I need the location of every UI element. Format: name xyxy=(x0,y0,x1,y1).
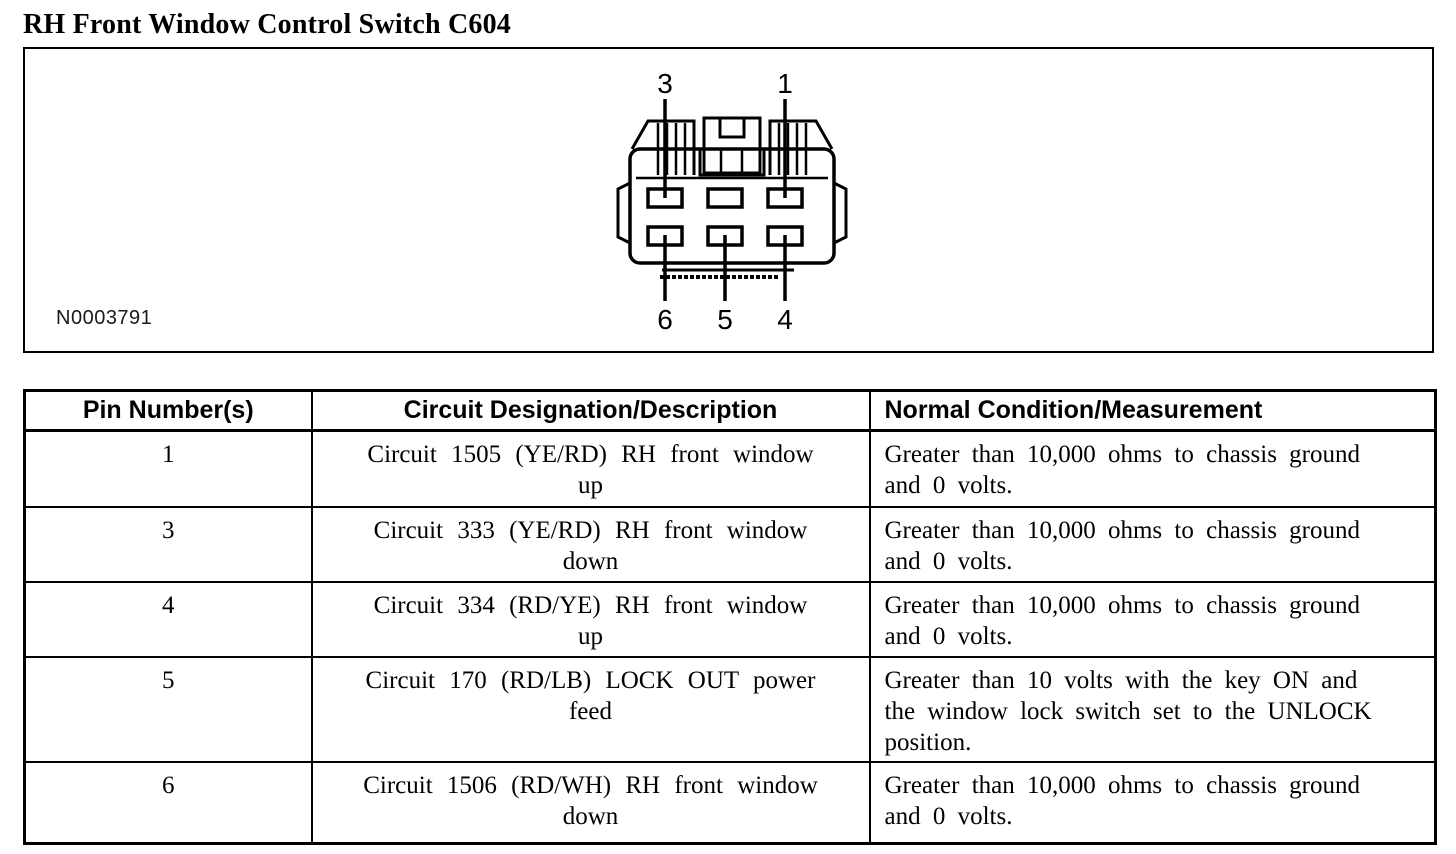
table-row: 6 Circuit 1506 (RD/WH) RH front window d… xyxy=(23,760,1437,845)
pin-slot-1 xyxy=(766,187,804,209)
circuit-cell: Circuit 170 (RD/LB) LOCK OUT power feed xyxy=(310,655,871,763)
connector-latch xyxy=(702,116,762,175)
condition-cell: Greater than 10,000 ohms to chassis grou… xyxy=(868,505,1437,583)
pin-cell: 5 xyxy=(23,655,313,763)
connector-left-ear xyxy=(616,181,631,245)
pin-label-6: 6 xyxy=(657,304,673,335)
pin-slot-4 xyxy=(766,225,804,247)
pin-slot-2 xyxy=(706,187,744,209)
pin-label-4: 4 xyxy=(777,304,793,335)
pin-label-1: 1 xyxy=(777,68,793,99)
table-row: 3 Circuit 333 (YE/RD) RH front window do… xyxy=(23,505,1437,583)
figure-box: 3 1 6 5 4 N0003791 xyxy=(23,47,1434,353)
table-header-row: Pin Number(s) Circuit Designation/Descri… xyxy=(23,389,1437,432)
connector-right-ear xyxy=(833,181,848,245)
pin-label-5: 5 xyxy=(717,304,733,335)
table-row: 1 Circuit 1505 (YE/RD) RH front window u… xyxy=(23,429,1437,508)
table-row: 5 Circuit 170 (RD/LB) LOCK OUT power fee… xyxy=(23,655,1437,763)
header-pin-number: Pin Number(s) xyxy=(23,389,313,432)
condition-cell: Greater than 10 volts with the key ON an… xyxy=(868,655,1437,763)
circuit-cell: Circuit 1505 (YE/RD) RH front window up xyxy=(310,429,871,508)
pin-slot-5 xyxy=(706,225,744,247)
pin-cell: 3 xyxy=(23,505,313,583)
table-row: 4 Circuit 334 (RD/YE) RH front window up… xyxy=(23,580,1437,658)
condition-cell: Greater than 10,000 ohms to chassis grou… xyxy=(868,760,1437,845)
connector-diagram: 3 1 6 5 4 xyxy=(616,68,848,335)
figure-id-label: N0003791 xyxy=(56,307,153,329)
pin-slot-6 xyxy=(646,225,684,247)
circuit-cell: Circuit 334 (RD/YE) RH front window up xyxy=(310,580,871,658)
condition-cell: Greater than 10,000 ohms to chassis grou… xyxy=(868,580,1437,658)
pin-cell: 4 xyxy=(23,580,313,658)
pin-cell: 1 xyxy=(23,429,313,508)
header-circuit: Circuit Designation/Description xyxy=(310,389,871,432)
pin-slot-3 xyxy=(646,187,684,209)
condition-cell: Greater than 10,000 ohms to chassis grou… xyxy=(868,429,1437,508)
circuit-cell: Circuit 333 (YE/RD) RH front window down xyxy=(310,505,871,583)
connector-ladder xyxy=(698,147,766,177)
pin-table: Pin Number(s) Circuit Designation/Descri… xyxy=(23,389,1437,845)
pin-label-3: 3 xyxy=(657,68,673,99)
page-title: RH Front Window Control Switch C604 xyxy=(23,9,511,40)
connector-right-shoulder xyxy=(768,119,834,175)
header-condition: Normal Condition/Measurement xyxy=(868,389,1437,432)
circuit-cell: Circuit 1506 (RD/WH) RH front window dow… xyxy=(310,760,871,845)
pin-cell: 6 xyxy=(23,760,313,845)
connector-latch-notch xyxy=(718,118,746,139)
connector-left-shoulder xyxy=(630,119,696,175)
